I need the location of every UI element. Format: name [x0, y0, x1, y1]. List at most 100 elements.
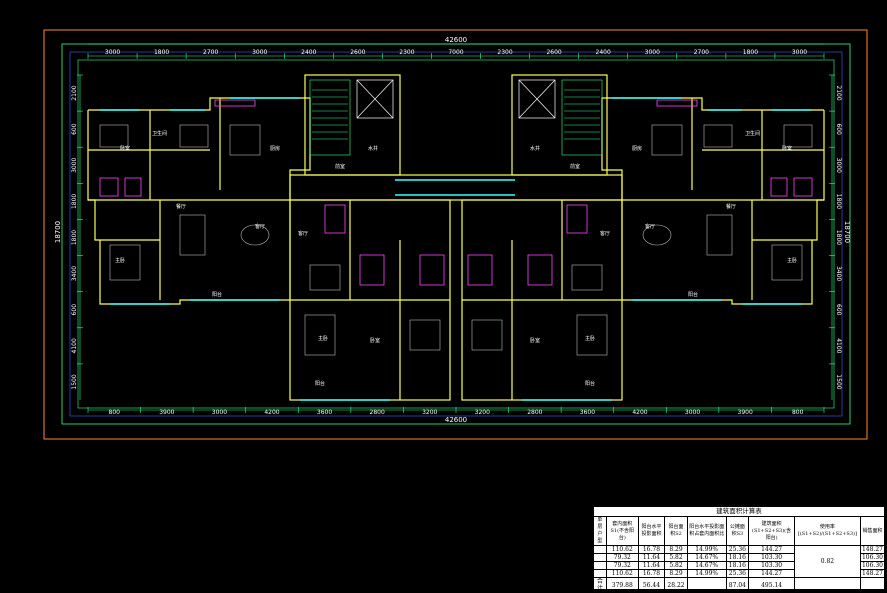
table-cell: 5.82	[664, 553, 688, 562]
dim-label: 3000	[792, 49, 807, 56]
outer-frame	[43, 29, 868, 440]
dim-label: 2600	[546, 49, 561, 56]
stair-left	[309, 79, 351, 156]
dim-label: 3000	[252, 49, 267, 56]
label-kitchen-l: 厨房	[270, 145, 280, 152]
label-living-cr: 客厅	[600, 230, 610, 237]
label-living-r: 客厅	[645, 223, 655, 230]
stair-right	[561, 79, 603, 156]
table-cell: 110.62	[605, 545, 639, 554]
table-cell: 495.14	[748, 577, 795, 593]
dim-label: 2300	[399, 49, 414, 56]
label-dining-r: 餐厅	[726, 203, 736, 210]
dim-label: 3400	[71, 266, 78, 281]
table-cell: 79.32	[605, 553, 639, 562]
table-cell: 379.88	[605, 577, 639, 593]
dim-label: 2700	[203, 49, 218, 56]
overall-depth-left: 18700	[54, 221, 62, 243]
table-cell: 56.44	[637, 577, 666, 593]
table-cell: 18.16	[725, 561, 750, 570]
dim-label: 1500	[71, 374, 78, 389]
table-cell: 148.27	[859, 545, 886, 554]
table-cell: 28.22	[664, 577, 688, 593]
label-master-cr: 主卧	[585, 335, 595, 342]
table-cell	[859, 577, 886, 593]
table-cell: 18.16	[725, 553, 750, 562]
dim-label: 3400	[835, 266, 842, 281]
label-bedroom-r: 卧室	[782, 145, 792, 152]
table-cell: 25.36	[725, 569, 750, 578]
label-bedroom-cr: 卧室	[530, 337, 540, 344]
table-cell: 11.64	[637, 561, 666, 570]
furniture	[99, 124, 813, 356]
dim-label: 3000	[105, 49, 120, 56]
fixtures	[99, 99, 813, 286]
table-header-cell: 阳台面积S2	[664, 516, 688, 546]
label-living-cl: 客厅	[298, 230, 308, 237]
label-balcony-cr: 阳台	[585, 380, 595, 387]
table-cell: 144.27	[748, 569, 795, 578]
overall-width-bottom: 42600	[445, 416, 467, 424]
dim-label: 3900	[159, 409, 174, 416]
dim-label: 2700	[694, 49, 709, 56]
table-cell: 14.99%	[686, 569, 727, 578]
dim-label: 2100	[71, 85, 78, 100]
label-master-r: 主卧	[787, 257, 797, 264]
label-shaft-l: 水井	[368, 145, 378, 152]
dim-label: 3200	[475, 409, 490, 416]
label-hall-r: 前室	[570, 163, 580, 170]
table-cell	[593, 561, 607, 570]
table-cell: 14.67%	[686, 561, 727, 570]
label-bedroom-cl: 卧室	[370, 337, 380, 344]
dim-label: 3000	[685, 409, 700, 416]
overall-width-top: 42600	[445, 36, 467, 44]
label-master-cl: 主卧	[318, 335, 328, 342]
table-header-cell: 销售面积	[859, 516, 886, 546]
table-cell: 14.67%	[686, 553, 727, 562]
label-bedroom-l: 卧室	[120, 145, 130, 152]
dim-label: 3000	[645, 49, 660, 56]
table-header-cell: 使用率[(S1+S2)/(S1+S2+S3)]	[793, 516, 861, 546]
table-cell	[593, 553, 607, 562]
usage-ratio-cell: 0.82	[793, 545, 861, 578]
dim-label: 4100	[71, 338, 78, 353]
dim-label: 1800	[835, 230, 842, 245]
table-cell: 8.29	[664, 569, 688, 578]
table-cell: 103.30	[748, 561, 795, 570]
dim-label: 2100	[835, 85, 842, 100]
table-cell	[686, 577, 727, 593]
dim-label: 4200	[632, 409, 647, 416]
table-cell: 110.62	[605, 569, 639, 578]
table-title: 建筑面积计算表	[593, 506, 885, 516]
dim-label: 3600	[317, 409, 332, 416]
table-header-cell: 单层户型	[593, 516, 607, 546]
table-header-cell: 公摊面积S3	[725, 516, 750, 546]
overall-depth-right: 18700	[843, 221, 851, 243]
label-master-l: 主卧	[115, 257, 125, 264]
dim-label: 800	[109, 409, 121, 416]
label-balcony-r: 阳台	[688, 291, 698, 298]
dim-label: 4100	[835, 338, 842, 353]
label-bath-r: 卫生间	[745, 130, 760, 137]
dim-label: 800	[792, 409, 804, 416]
label-shaft-r: 水井	[530, 145, 540, 152]
table-cell	[793, 577, 861, 593]
windows	[100, 97, 812, 401]
dim-label: 2400	[596, 49, 611, 56]
dim-label: 600	[835, 304, 842, 316]
dim-label: 2300	[497, 49, 512, 56]
dim-label: 2800	[527, 409, 542, 416]
table-header-cell: 阳台水平投影面积	[637, 516, 666, 546]
label-balcony-l: 阳台	[212, 291, 222, 298]
table-header-cell: 阳台水平投影面积占套内面积比	[686, 516, 727, 546]
label-kitchen-r: 厨房	[632, 145, 642, 152]
dim-label: 1800	[835, 194, 842, 209]
dim-label: 3200	[422, 409, 437, 416]
label-balcony-cl: 阳台	[315, 380, 325, 387]
